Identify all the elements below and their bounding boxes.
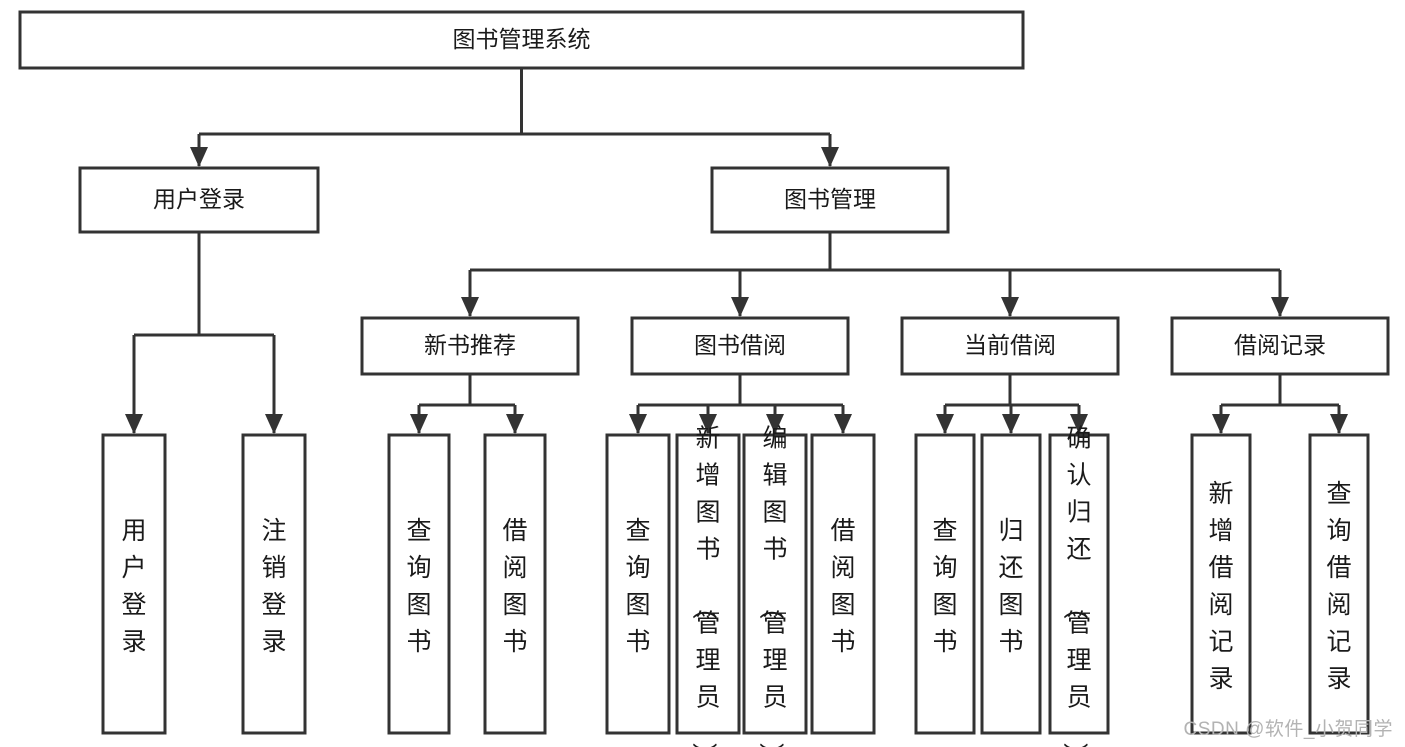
node-new-book-recommend-label: 新书推荐 [424,332,516,358]
arrow-head-icon [936,414,954,434]
arrow-head-icon [1001,297,1019,317]
node-leaf-borrow-book-2-label: 借阅图书 [830,517,855,656]
node-book-manage-box[interactable] [710,166,950,234]
node-book-borrow-box[interactable] [630,316,850,376]
node-leaf-query-book-2-label: 查询图书 [625,517,650,656]
node-leaf-query-book-1[interactable]: 查询图书 [387,433,451,735]
node-leaf-query-book-2-box[interactable] [605,433,671,735]
arrow-head-icon [699,414,717,434]
node-leaf-borrow-book-1[interactable]: 借阅图书 [483,433,547,735]
arrow-head-icon [731,297,749,317]
arrow-head-icon [125,414,143,434]
node-leaf-return-book-box[interactable] [980,433,1042,735]
node-borrow-record[interactable]: 借阅记录 [1170,316,1390,376]
node-leaf-borrow-book-1-box[interactable] [483,433,547,735]
node-leaf-user-login[interactable]: 用户登录 [101,433,167,735]
node-root-box[interactable] [18,10,1025,70]
node-leaf-borrow-book-1-label: 借阅图书 [502,517,527,656]
nodes-layer: 图书管理系统用户登录图书管理新书推荐图书借阅当前借阅借阅记录用户登录注销登录查询… [18,10,1390,747]
arrow-head-icon [1070,414,1088,434]
node-leaf-add-book[interactable]: 新增图书（管理员） [675,424,741,747]
node-leaf-query-book-3-label: 查询图书 [932,517,957,656]
arrow-head-icon [834,414,852,434]
arrow-head-icon [506,414,524,434]
node-leaf-confirm-return[interactable]: 确认归还（管理员） [1048,424,1110,747]
node-leaf-query-book-3-box[interactable] [914,433,976,735]
node-leaf-query-book-1-box[interactable] [387,433,451,735]
node-leaf-add-record-label: 新增借阅记录 [1208,480,1233,693]
node-leaf-query-record[interactable]: 查询借阅记录 [1308,433,1370,735]
node-leaf-query-book-1-label: 查询图书 [406,517,431,656]
node-borrow-record-box[interactable] [1170,316,1390,376]
arrow-head-icon [766,414,784,434]
node-user-login[interactable]: 用户登录 [78,166,320,234]
node-leaf-query-book-3[interactable]: 查询图书 [914,433,976,735]
node-leaf-confirm-return-box[interactable] [1048,433,1110,735]
arrow-head-icon [461,297,479,317]
arrow-head-icon [1330,414,1348,434]
node-leaf-add-record-box[interactable] [1190,433,1252,735]
node-leaf-query-record-label: 查询借阅记录 [1326,480,1351,693]
arrow-head-icon [1002,414,1020,434]
arrow-head-icon [265,414,283,434]
node-leaf-user-login-box[interactable] [101,433,167,735]
node-user-login-label: 用户登录 [153,186,245,212]
node-root[interactable]: 图书管理系统 [18,10,1025,70]
node-current-borrow-label: 当前借阅 [964,332,1056,358]
node-book-manage-label: 图书管理 [784,186,876,212]
node-leaf-add-book-box[interactable] [675,433,741,735]
arrow-head-icon [1271,297,1289,317]
node-leaf-edit-book-label: 编辑图书（管理员） [756,424,787,747]
node-leaf-add-book-label: 新增图书（管理员） [689,424,720,747]
node-leaf-query-record-box[interactable] [1308,433,1370,735]
arrow-head-icon [1212,414,1230,434]
node-leaf-logout-box[interactable] [241,433,307,735]
node-root-label: 图书管理系统 [453,26,591,52]
arrow-head-icon [629,414,647,434]
node-leaf-user-login-label: 用户登录 [121,517,146,656]
node-new-book-recommend-box[interactable] [360,316,580,376]
connectors-layer [125,68,1348,434]
node-current-borrow-box[interactable] [900,316,1120,376]
node-leaf-query-book-2[interactable]: 查询图书 [605,433,671,735]
node-leaf-logout-label: 注销登录 [261,517,286,656]
arrow-head-icon [821,147,839,167]
arrow-head-icon [190,147,208,167]
node-book-manage[interactable]: 图书管理 [710,166,950,234]
node-leaf-return-book-label: 归还图书 [998,517,1023,656]
node-borrow-record-label: 借阅记录 [1234,332,1326,358]
node-leaf-confirm-return-label: 确认归还（管理员） [1060,424,1091,747]
node-current-borrow[interactable]: 当前借阅 [900,316,1120,376]
csdn-watermark: CSDN @软件_小贺同学 [1183,719,1393,740]
node-user-login-box[interactable] [78,166,320,234]
node-leaf-return-book[interactable]: 归还图书 [980,433,1042,735]
node-leaf-edit-book[interactable]: 编辑图书（管理员） [742,424,808,747]
node-leaf-logout[interactable]: 注销登录 [241,433,307,735]
node-leaf-borrow-book-2[interactable]: 借阅图书 [810,433,876,735]
arrow-head-icon [410,414,428,434]
node-leaf-add-record[interactable]: 新增借阅记录 [1190,433,1252,735]
node-book-borrow-label: 图书借阅 [694,332,786,358]
node-leaf-borrow-book-2-box[interactable] [810,433,876,735]
node-new-book-recommend[interactable]: 新书推荐 [360,316,580,376]
node-leaf-edit-book-box[interactable] [742,433,808,735]
node-book-borrow[interactable]: 图书借阅 [630,316,850,376]
